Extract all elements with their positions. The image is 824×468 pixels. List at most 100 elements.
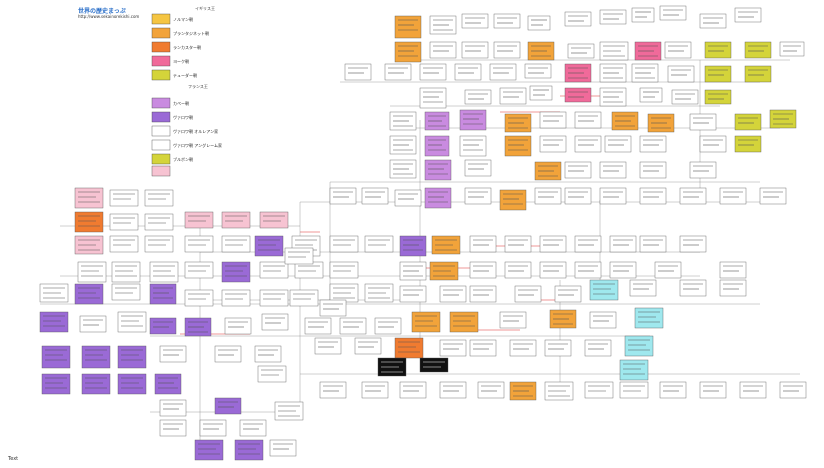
person-box[interactable] [329, 235, 359, 253]
person-box[interactable] [667, 65, 695, 83]
person-box[interactable] [269, 439, 297, 457]
person-box[interactable] [514, 285, 542, 303]
person-box[interactable] [399, 285, 427, 303]
person-box[interactable] [599, 9, 627, 25]
person-box[interactable] [111, 283, 141, 301]
person-box[interactable] [734, 7, 762, 23]
person-box[interactable] [704, 65, 732, 83]
person-box[interactable] [469, 285, 497, 303]
person-box[interactable] [539, 135, 567, 153]
person-box[interactable] [199, 419, 227, 437]
person-box[interactable] [109, 235, 139, 253]
person-box[interactable] [527, 15, 551, 31]
person-box[interactable] [439, 285, 467, 303]
person-box[interactable] [499, 87, 527, 105]
person-box[interactable] [259, 261, 289, 279]
site-url[interactable]: http://www.sekainorekishi.com [78, 14, 140, 19]
person-box[interactable] [689, 161, 717, 179]
person-box[interactable] [411, 311, 441, 333]
person-box[interactable] [599, 187, 627, 205]
person-box[interactable] [604, 135, 632, 153]
person-box[interactable] [184, 261, 214, 279]
person-box[interactable] [144, 235, 174, 253]
person-boxes[interactable] [39, 5, 807, 461]
person-box[interactable] [469, 235, 497, 253]
person-box[interactable] [574, 261, 602, 279]
person-box[interactable] [361, 381, 389, 399]
person-box[interactable] [399, 235, 427, 257]
person-box[interactable] [454, 63, 482, 81]
person-box[interactable] [719, 279, 747, 297]
person-box[interactable] [734, 135, 762, 153]
person-box[interactable] [739, 381, 767, 399]
person-box[interactable] [554, 285, 582, 303]
person-box[interactable] [529, 85, 553, 101]
person-box[interactable] [429, 41, 457, 59]
person-box[interactable] [339, 317, 367, 335]
person-box[interactable] [619, 381, 649, 399]
person-box[interactable] [639, 235, 667, 253]
person-box[interactable] [459, 135, 487, 157]
person-box[interactable] [224, 317, 252, 335]
person-box[interactable] [539, 111, 567, 129]
person-box[interactable] [639, 87, 663, 103]
person-box[interactable] [374, 317, 402, 335]
person-box[interactable] [254, 345, 282, 363]
person-box[interactable] [574, 235, 602, 253]
person-box[interactable] [574, 135, 602, 153]
person-box[interactable] [464, 89, 492, 105]
person-box[interactable] [361, 187, 389, 205]
person-box[interactable] [284, 247, 314, 265]
person-box[interactable] [439, 381, 467, 399]
person-box[interactable] [117, 311, 147, 333]
person-box[interactable] [477, 381, 505, 399]
person-box[interactable] [629, 279, 657, 297]
person-box[interactable] [221, 261, 251, 283]
person-box[interactable] [144, 213, 174, 231]
person-box[interactable] [329, 187, 357, 205]
person-box[interactable] [744, 41, 772, 59]
person-box[interactable] [589, 279, 619, 301]
person-box[interactable] [699, 13, 727, 29]
person-box[interactable] [184, 289, 214, 307]
person-box[interactable] [567, 43, 595, 59]
person-box[interactable] [704, 41, 732, 59]
person-box[interactable] [719, 261, 747, 279]
person-box[interactable] [394, 189, 422, 207]
person-box[interactable] [544, 339, 572, 357]
person-box[interactable] [149, 317, 177, 335]
person-box[interactable] [261, 313, 289, 331]
person-box[interactable] [469, 339, 497, 357]
person-box[interactable] [109, 189, 139, 207]
person-box[interactable] [117, 373, 147, 395]
person-box[interactable] [654, 261, 682, 279]
person-box[interactable] [214, 345, 242, 363]
person-box[interactable] [259, 211, 289, 229]
person-box[interactable] [41, 373, 71, 395]
person-box[interactable] [639, 161, 667, 179]
person-box[interactable] [159, 419, 187, 437]
person-box[interactable] [81, 345, 111, 369]
person-box[interactable] [74, 187, 104, 209]
person-box[interactable] [424, 135, 450, 157]
person-box[interactable] [117, 345, 147, 369]
person-box[interactable] [184, 211, 214, 229]
person-box[interactable] [564, 187, 592, 205]
person-box[interactable] [639, 135, 667, 153]
person-box[interactable] [464, 159, 492, 177]
person-box[interactable] [221, 289, 251, 307]
person-box[interactable] [699, 381, 727, 399]
person-box[interactable] [319, 381, 347, 399]
person-box[interactable] [319, 299, 347, 317]
person-box[interactable] [159, 345, 187, 363]
person-box[interactable] [659, 5, 687, 21]
person-box[interactable] [679, 235, 707, 253]
person-box[interactable] [459, 109, 487, 131]
person-box[interactable] [744, 65, 772, 83]
person-box[interactable] [704, 89, 732, 105]
person-box[interactable] [344, 63, 372, 81]
person-box[interactable] [499, 189, 527, 211]
person-box[interactable] [259, 289, 289, 307]
person-box[interactable] [449, 311, 479, 333]
person-box[interactable] [74, 283, 104, 305]
